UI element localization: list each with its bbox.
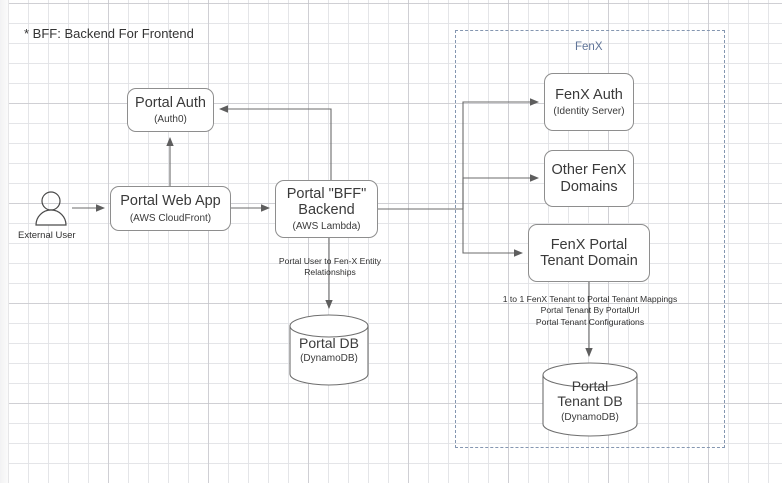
footnote-bff: * BFF: Backend For Frontend	[24, 26, 194, 41]
edge-bff-to-portalauth	[219, 105, 332, 180]
canvas-left-gutter	[0, 0, 9, 483]
node-other-fenx-domains-title: Other FenX	[551, 162, 627, 179]
node-portal-web-app-title: Portal Web App	[120, 193, 221, 210]
node-portal-bff-backend-subtitle: (AWS Lambda)	[292, 221, 361, 233]
node-portal-auth[interactable]: Portal Auth (Auth0)	[127, 88, 214, 132]
edge-label-line: Relationships	[304, 267, 356, 278]
edge-label-tenant-mappings-note: 1 to 1 FenX Tenant to Portal Tenant Mapp…	[484, 294, 696, 328]
actor-external-user-label: External User	[18, 230, 76, 241]
node-fenx-portal-tenant-domain-title2: Tenant Domain	[540, 253, 638, 269]
person-icon	[35, 191, 67, 226]
node-other-fenx-domains[interactable]: Other FenX Domains	[544, 150, 634, 207]
node-fenx-auth[interactable]: FenX Auth (Identity Server)	[544, 73, 634, 131]
node-fenx-portal-tenant-domain-title: FenX Portal	[550, 236, 628, 253]
edge-label-line: Portal Tenant Configurations	[535, 316, 645, 327]
edge-trunk-to-other-fenx-domains	[462, 174, 539, 209]
edge-trunk-to-fenx-auth	[462, 98, 539, 209]
edge-label-line: 1 to 1 FenX Tenant to Portal Tenant Mapp…	[502, 294, 678, 304]
node-portal-web-app[interactable]: Portal Web App (AWS CloudFront)	[110, 186, 231, 231]
node-portal-bff-backend[interactable]: Portal "BFF" Backend (AWS Lambda)	[275, 180, 378, 238]
edge-label-line: Portal Tenant By PortalUrl	[540, 305, 640, 316]
node-portal-bff-backend-title2: Backend	[298, 201, 355, 218]
node-other-fenx-domains-title2: Domains	[560, 178, 618, 195]
group-fenx-title: FenX	[575, 41, 603, 53]
node-portal-web-app-subtitle: (AWS CloudFront)	[129, 212, 212, 224]
db-shape-portal-tenant-db	[542, 362, 638, 437]
node-fenx-auth-subtitle: (Identity Server)	[553, 106, 625, 118]
edge-label-line: Portal User to Fen-X Entity	[278, 256, 382, 266]
node-fenx-auth-title: FenX Auth	[555, 86, 623, 103]
db-shape-portal-db	[289, 314, 369, 386]
node-portal-auth-subtitle: (Auth0)	[154, 114, 187, 126]
node-fenx-portal-tenant-domain[interactable]: FenX Portal Tenant Domain	[528, 224, 650, 282]
edge-label-portal-user-to-fenx-entity: Portal User to Fen-X Entity Relationship…	[266, 256, 394, 279]
node-portal-auth-title: Portal Auth	[135, 94, 206, 111]
edge-trunk-to-fenx-portal-tenant-domain	[462, 209, 523, 257]
node-portal-bff-backend-title: Portal "BFF"	[286, 185, 367, 202]
group-fenx	[455, 30, 725, 448]
